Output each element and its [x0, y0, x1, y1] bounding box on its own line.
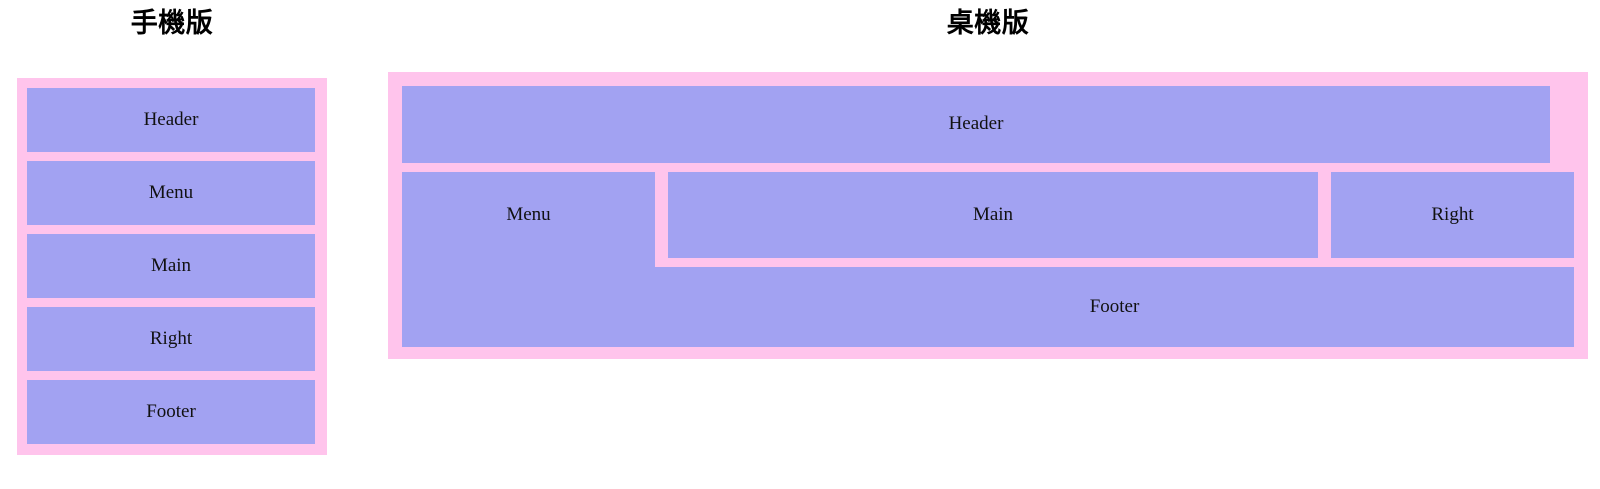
mobile-block-header: Header: [27, 88, 315, 152]
desktop-block-right: Right: [1331, 172, 1574, 258]
desktop-layout-frame: Header Menu Main Right Footer: [388, 72, 1588, 359]
desktop-block-footer: Footer: [655, 267, 1574, 347]
desktop-block-header: Header: [402, 86, 1550, 163]
mobile-block-main: Main: [27, 234, 315, 298]
desktop-section-title: 桌機版: [946, 8, 1030, 39]
mobile-block-menu: Menu: [27, 161, 315, 225]
mobile-block-footer: Footer: [27, 380, 315, 444]
mobile-section-title: 手機版: [130, 8, 214, 39]
mobile-block-right: Right: [27, 307, 315, 371]
desktop-block-menu: Menu: [402, 172, 655, 347]
desktop-block-main: Main: [668, 172, 1318, 258]
mobile-layout-frame: Header Menu Main Right Footer: [17, 78, 327, 455]
